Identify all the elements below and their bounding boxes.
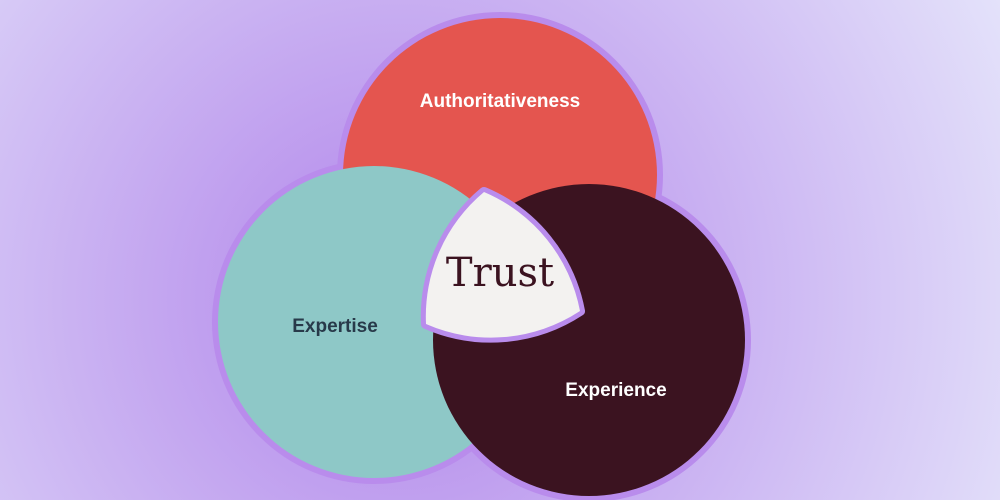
trust-label: Trust bbox=[446, 250, 554, 296]
authoritativeness-label: Authoritativeness bbox=[420, 91, 580, 112]
trust-region bbox=[425, 192, 580, 338]
expertise-label: Expertise bbox=[292, 316, 378, 337]
experience-label: Experience bbox=[565, 380, 666, 401]
